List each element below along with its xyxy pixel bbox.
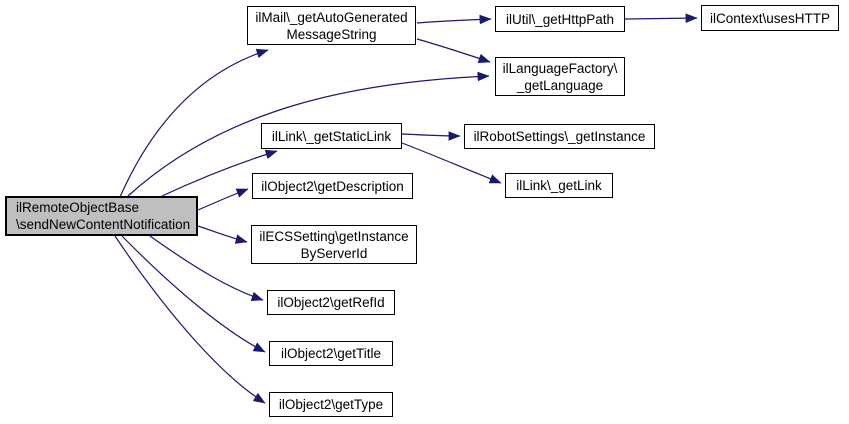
edge-send-to-getRefId: [149, 235, 264, 301]
node-label-line: ilRemoteObjectBase: [16, 200, 140, 215]
edge-send-to-getStaticLink: [161, 149, 278, 197]
edge-send-to-getDescription: [197, 188, 249, 211]
node-label-line: ilLink\_getLink: [516, 178, 602, 193]
node-label-line: ilObject2\getRefId: [277, 295, 385, 310]
edge-getStaticLink-to-getLink: [401, 142, 502, 184]
node-label-line: ilUtil\_getHttpPath: [505, 11, 615, 27]
node-ilContext-usesHTTP[interactable]: ilContext\usesHTTP: [701, 5, 839, 31]
node-ilRemoteObjectBase-sendNewContentNotification: ilRemoteObjectBase \sendNewContentNotifi…: [5, 196, 198, 236]
node-ilMail-getAutoGeneratedMessageString[interactable]: ilMail\_getAutoGenerated MessageString: [247, 6, 416, 45]
node-label-line: ilObject2\getType: [278, 397, 384, 412]
edge-ilMail-to-getLanguage: [416, 38, 491, 63]
edge-send-to-getInstanceByServerId: [197, 225, 248, 244]
edge-send-to-getType: [114, 235, 266, 404]
node-label-line: ilObject2\getDescription: [261, 178, 404, 194]
node-label-line: _getLanguage: [516, 77, 604, 93]
edge-getHttpPath-to-usesHTTP: [624, 13, 698, 23]
node-label-line: ilECSSetting\getInstance: [259, 228, 409, 244]
node-label-line: \sendNewContentNotification: [16, 217, 191, 232]
node-ilLanguageFactory-getLanguage[interactable]: ilLanguageFactory\ _getLanguage: [495, 57, 625, 96]
node-ilObject2-getRefId[interactable]: ilObject2\getRefId: [267, 290, 395, 315]
edge-ilMail-to-getHttpPath: [416, 14, 492, 25]
node-label-line: ilLanguageFactory\: [502, 60, 618, 76]
node-label-line: ilLink\_getStaticLink: [271, 128, 392, 144]
node-label-line: MessageString: [286, 26, 377, 42]
node-label-line: ilObject2\getTitle: [280, 346, 382, 361]
edge-send-to-getLanguage: [127, 71, 490, 197]
node-label-line: ilRobotSettings\_getInstance: [473, 129, 646, 144]
node-ilObject2-getDescription[interactable]: ilObject2\getDescription: [252, 173, 413, 199]
node-ilRobotSettings-getInstance[interactable]: ilRobotSettings\_getInstance: [464, 124, 655, 149]
node-label-line: ilContext\usesHTTP: [709, 10, 831, 26]
node-ilObject2-getTitle[interactable]: ilObject2\getTitle: [269, 341, 393, 366]
node-ilObject2-getType[interactable]: ilObject2\getType: [269, 392, 393, 417]
edge-send-to-getTitle: [121, 235, 266, 353]
node-label-line: ByServerId: [300, 245, 368, 261]
node-ilLink-getStaticLink[interactable]: ilLink\_getStaticLink: [261, 123, 402, 149]
edge-getStaticLink-to-robotSettings: [401, 131, 461, 141]
node-ilLink-getLink[interactable]: ilLink\_getLink: [505, 173, 613, 198]
node-label-line: ilMail\_getAutoGenerated: [255, 9, 408, 25]
edge-send-to-ilMail: [119, 48, 269, 198]
node-ilECSSetting-getInstanceByServerId[interactable]: ilECSSetting\getInstance ByServerId: [251, 225, 417, 264]
node-ilUtil-getHttpPath[interactable]: ilUtil\_getHttpPath: [495, 6, 625, 32]
